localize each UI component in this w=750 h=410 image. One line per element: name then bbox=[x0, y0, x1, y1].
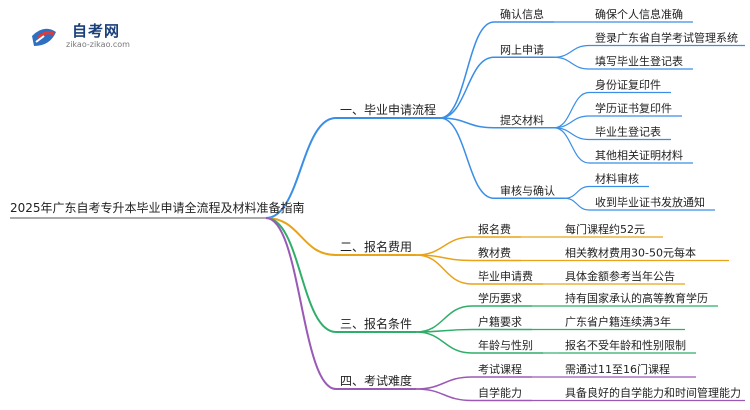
edge-branch-difficulty-1 bbox=[415, 388, 473, 402]
child-fees-1[interactable]: 教材费 bbox=[478, 246, 511, 260]
leaf-process-2-3[interactable]: 其他相关证明材料 bbox=[595, 148, 683, 162]
edge-branch-conditions-0 bbox=[415, 305, 473, 333]
edge-root-conditions bbox=[265, 217, 337, 333]
leaf-conditions-2-0[interactable]: 报名不受年龄和性别限制 bbox=[565, 338, 686, 352]
edge-branch-fees-0 bbox=[415, 236, 473, 256]
leaf-conditions-0-0[interactable]: 持有国家承认的高等教育学历 bbox=[565, 291, 708, 305]
edge-leaf-process-3-1 bbox=[564, 197, 590, 211]
leaf-conditions-1-0[interactable]: 广东省户籍连续满3年 bbox=[565, 315, 671, 329]
leaf-difficulty-1-0[interactable]: 具备良好的自学能力和时间管理能力 bbox=[565, 386, 741, 400]
edge-branch-process-3 bbox=[439, 117, 495, 199]
edge-leaf-process-2-3 bbox=[553, 127, 590, 164]
leaf-process-1-0[interactable]: 登录广东省自学考试管理系统 bbox=[595, 31, 738, 45]
branch-conditions[interactable]: 三、报名条件 bbox=[340, 316, 412, 331]
child-process-3[interactable]: 审核与确认 bbox=[500, 183, 555, 197]
leaf-fees-0-0[interactable]: 每门课程约52元 bbox=[565, 222, 645, 236]
root-topic[interactable]: 2025年广东自考专升本毕业申请全流程及材料准备指南 bbox=[10, 200, 305, 215]
leaf-difficulty-0-0[interactable]: 需通过11至16门课程 bbox=[565, 362, 670, 376]
edge-root-process bbox=[265, 117, 337, 219]
edge-root-fees bbox=[265, 217, 337, 256]
logo-domain: zikao-zikao.com bbox=[66, 40, 130, 49]
mindmap-nodes: 2025年广东自考专升本毕业申请全流程及材料准备指南 一、毕业申请流程 确认信息 确保… bbox=[10, 7, 741, 400]
branch-fees[interactable]: 二、报名费用 bbox=[340, 239, 412, 254]
child-conditions-2[interactable]: 年龄与性别 bbox=[478, 338, 533, 352]
site-logo[interactable]: 自考网 zikao-zikao.com bbox=[28, 18, 168, 54]
child-fees-0[interactable]: 报名费 bbox=[478, 222, 511, 236]
leaf-process-3-1[interactable]: 收到毕业证书发放通知 bbox=[595, 195, 705, 209]
leaf-process-2-0[interactable]: 身份证复印件 bbox=[595, 78, 661, 92]
logo-badge-icon bbox=[32, 28, 56, 46]
edge-leaf-process-1-0 bbox=[553, 44, 590, 58]
child-process-2[interactable]: 提交材料 bbox=[500, 113, 544, 127]
mindmap-edges bbox=[10, 21, 745, 402]
edge-branch-fees-2 bbox=[415, 254, 473, 285]
branch-difficulty[interactable]: 四、考试难度 bbox=[340, 373, 412, 388]
child-conditions-0[interactable]: 学历要求 bbox=[478, 291, 522, 305]
child-process-0[interactable]: 确认信息 bbox=[500, 7, 544, 21]
child-fees-2[interactable]: 毕业申请费 bbox=[478, 270, 533, 283]
edge-branch-conditions-2 bbox=[415, 331, 473, 354]
child-difficulty-0[interactable]: 考试课程 bbox=[478, 363, 522, 376]
edge-branch-process-0 bbox=[439, 21, 495, 119]
leaf-process-1-1[interactable]: 填写毕业生登记表 bbox=[595, 54, 683, 68]
leaf-process-2-2[interactable]: 毕业生登记表 bbox=[595, 125, 661, 139]
edge-root-difficulty bbox=[265, 217, 337, 390]
edge-branch-process-1 bbox=[439, 56, 495, 119]
leaf-process-0-0[interactable]: 确保个人信息准确 bbox=[595, 7, 683, 21]
leaf-process-3-0[interactable]: 材料审核 bbox=[595, 172, 639, 186]
edge-leaf-process-2-0 bbox=[553, 91, 590, 129]
edge-branch-difficulty-0 bbox=[415, 376, 473, 390]
child-process-1[interactable]: 网上申请 bbox=[500, 43, 544, 56]
edge-leaf-process-3-0 bbox=[564, 185, 590, 199]
branch-process[interactable]: 一、毕业申请流程 bbox=[340, 102, 436, 117]
edge-leaf-process-1-1 bbox=[553, 56, 590, 70]
leaf-process-2-1[interactable]: 学历证书复印件 bbox=[595, 101, 672, 115]
child-difficulty-1[interactable]: 自学能力 bbox=[478, 386, 522, 400]
child-conditions-1[interactable]: 户籍要求 bbox=[478, 315, 522, 329]
edge-branch-process-2 bbox=[439, 117, 495, 129]
leaf-fees-1-0[interactable]: 相关教材费用30-50元每本 bbox=[565, 246, 696, 260]
leaf-fees-2-0[interactable]: 具体金额参考当年公告 bbox=[565, 269, 675, 283]
logo-title: 自考网 bbox=[72, 22, 121, 40]
